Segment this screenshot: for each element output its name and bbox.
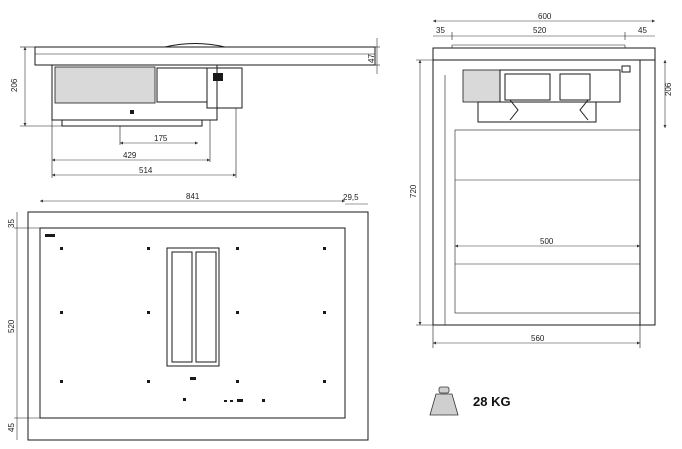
dim-175-label: 175 bbox=[154, 134, 168, 143]
section-height-label: 206 bbox=[664, 82, 673, 96]
side-height-label: 206 bbox=[10, 78, 19, 92]
dim-514-label: 514 bbox=[139, 166, 153, 175]
central-vent bbox=[166, 247, 220, 367]
section-fan bbox=[462, 69, 501, 103]
dim-841-label: 841 bbox=[186, 192, 200, 201]
dim-500-label: 500 bbox=[540, 237, 554, 246]
zone-markers bbox=[45, 234, 326, 402]
top-view: 841 29,5 35 520 45 bbox=[7, 192, 369, 441]
section-view: 600 35 520 45 206 500 720 bbox=[409, 12, 673, 348]
side-control-box bbox=[206, 67, 243, 109]
section-tray bbox=[477, 101, 597, 123]
dim-600-label: 600 bbox=[538, 12, 552, 21]
side-fan-block bbox=[156, 67, 208, 103]
top-margin-label: 35 bbox=[7, 219, 16, 228]
weight-label: 28 KG bbox=[473, 394, 511, 409]
dim-520-label: 520 bbox=[533, 26, 547, 35]
cabinet-inner bbox=[454, 129, 641, 314]
side-hob-glass bbox=[164, 43, 226, 48]
side-motor-block bbox=[54, 66, 156, 104]
dim-45-label: 45 bbox=[638, 26, 647, 35]
dim-560-label: 560 bbox=[531, 334, 545, 343]
dim-720-label: 720 bbox=[409, 184, 418, 198]
dim-429-label: 429 bbox=[123, 151, 137, 160]
dim-29-5-label: 29,5 bbox=[343, 193, 359, 202]
side-worktop bbox=[34, 46, 376, 66]
section-worktop bbox=[432, 47, 656, 61]
weight-icon bbox=[429, 386, 459, 416]
cabinet bbox=[432, 59, 656, 326]
weight-block: 28 KG bbox=[429, 386, 511, 416]
side-filter-tray bbox=[61, 119, 203, 127]
side-view: 206 47 175 429 514 bbox=[10, 38, 380, 178]
top-bottom-label: 45 bbox=[7, 423, 16, 432]
dim-35-label: 35 bbox=[436, 26, 445, 35]
hob-glass bbox=[39, 227, 346, 419]
side-top-label: 47 bbox=[367, 54, 376, 63]
top-worktop bbox=[27, 211, 369, 441]
top-cutout-label: 520 bbox=[7, 319, 16, 333]
